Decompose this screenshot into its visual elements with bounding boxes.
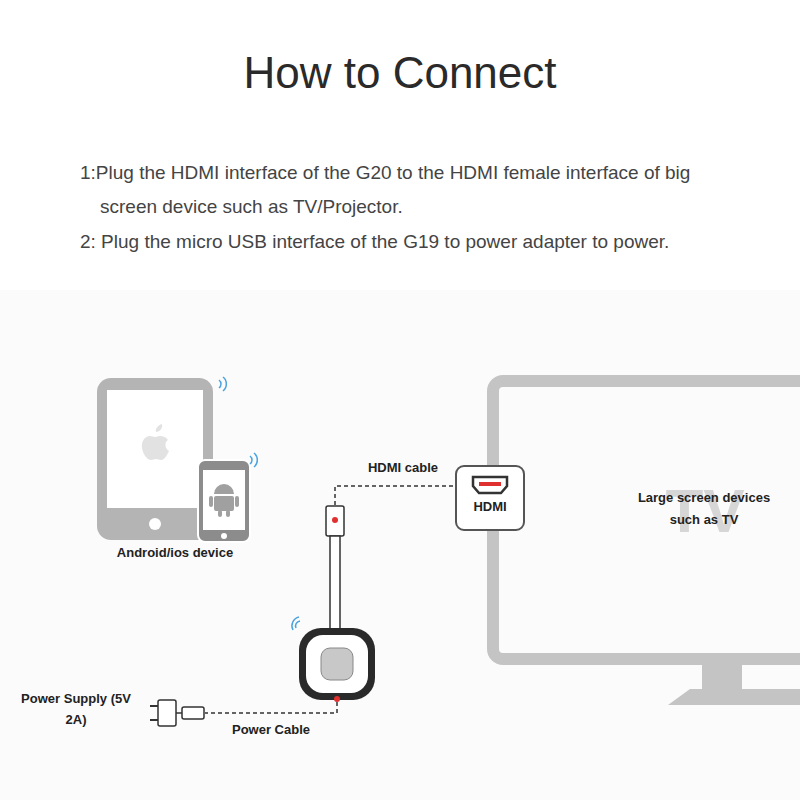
tablet: [97, 378, 213, 540]
power-adapter: [158, 700, 176, 726]
tv-neck: [702, 663, 742, 691]
hdmi-port: HDMI: [455, 465, 525, 531]
tablet-button: [149, 518, 161, 530]
hdmi-plug: [326, 506, 344, 536]
instruction: 2: Plug the micro USB interface of the G…: [80, 225, 780, 259]
node-text: HDMI: [467, 499, 513, 514]
hdmi-cable-line: [335, 486, 454, 505]
tv-base: [668, 689, 800, 705]
phone-button: [221, 533, 227, 539]
tv-screen: Large screen devices such as TVHDMI: [487, 375, 800, 665]
tablet-screen: [107, 390, 203, 508]
dongle-cable: [330, 536, 340, 630]
dongle-button: [321, 648, 353, 680]
node-text: Large screen devices such as TV: [629, 487, 779, 531]
android-logo: [209, 484, 239, 517]
apple-logo: [142, 424, 169, 460]
wifi-signal: [219, 377, 226, 391]
dongle: [299, 628, 375, 700]
cable-label: HDMI cable: [358, 460, 448, 475]
usb-dot: [334, 696, 340, 702]
cable-label: Power Cable: [216, 722, 326, 737]
adapter-prongs: [150, 706, 158, 720]
usb-plug: [182, 707, 204, 719]
hdmi-icon: [470, 473, 510, 497]
title: How to Connect: [0, 48, 800, 98]
wifi-signal: [250, 453, 257, 467]
wifi-signal: [292, 617, 300, 630]
phone: [198, 460, 250, 542]
dongle-face: [306, 635, 368, 693]
power-cable-line: [205, 702, 337, 713]
plug-neck: [176, 712, 182, 714]
device-label: Android/ios device: [95, 545, 255, 560]
plug-dot: [332, 517, 338, 523]
power-supply-label: Power Supply (5V 2A): [20, 688, 132, 730]
instruction: 1:Plug the HDMI interface of the G20 to …: [80, 156, 720, 224]
watermark: TV: [640, 480, 770, 542]
phone-screen: [203, 470, 245, 530]
ground: [0, 290, 800, 800]
